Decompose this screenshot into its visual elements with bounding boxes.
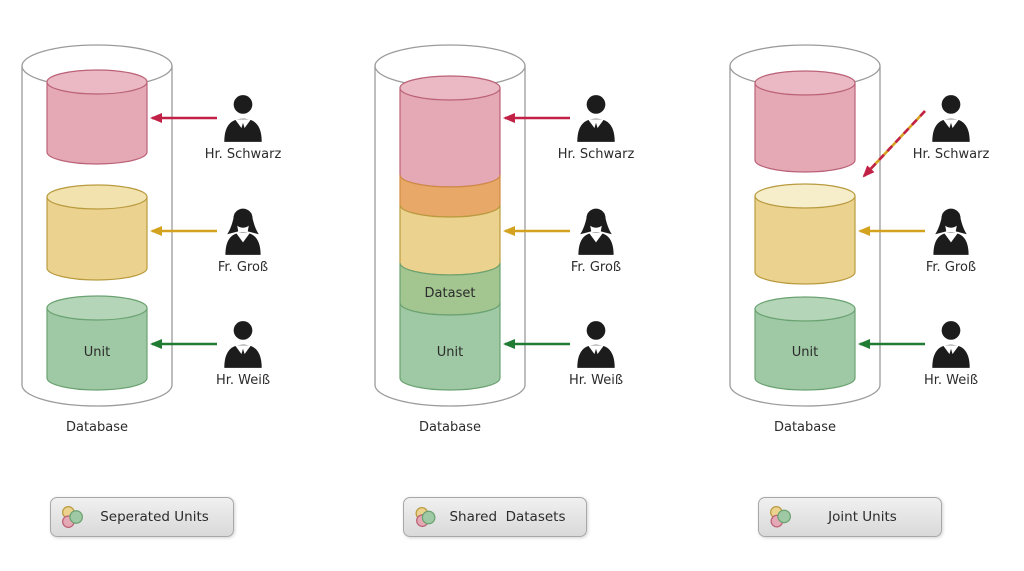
unit-cylinder-green: Unit: [46, 295, 148, 391]
panel-joint-units: Unit Hr. Schwarz Fr. Groß Hr. Weiß Datab…: [708, 0, 1008, 571]
dataset-label: Dataset: [425, 286, 476, 301]
person-hr-weiss: Hr. Weiß: [216, 321, 270, 388]
female-person-icon: [225, 208, 261, 255]
female-person-icon: [578, 208, 614, 255]
unit-cylinder-green: Unit: [754, 296, 856, 391]
diagram-joint: Unit Hr. Schwarz Fr. Groß Hr. Weiß Datab…: [729, 44, 990, 435]
male-person-icon: [224, 95, 262, 142]
panel-separated-units: Unit Hr. Schwarz Fr. Groß Hr. Weiß Datab…: [0, 0, 300, 571]
person-hr-schwarz: Hr. Schwarz: [205, 95, 282, 162]
person-hr-weiss: Hr. Weiß: [924, 321, 978, 388]
panel-shared-datasets: Dataset Unit Hr. Schwarz Fr. Groß Hr. We…: [353, 0, 653, 571]
person-hr-weiss: Hr. Weiß: [569, 321, 623, 388]
male-person-icon: [577, 321, 615, 368]
person-name: Hr. Weiß: [216, 373, 270, 388]
legend-joint-units: Joint Units: [758, 497, 942, 537]
legend-label: Seperated Units: [100, 509, 209, 525]
person-name: Hr. Schwarz: [205, 147, 282, 162]
person-hr-schwarz: Hr. Schwarz: [558, 95, 635, 162]
unit-label: Unit: [792, 345, 818, 360]
person-name: Hr. Weiß: [924, 373, 978, 388]
unit-cylinder-yellow: [754, 183, 856, 285]
person-fr-gross: Fr. Groß: [218, 208, 268, 275]
person-name: Hr. Schwarz: [913, 147, 990, 162]
unit-label: Unit: [84, 345, 110, 360]
units-cluster-icon: [770, 505, 791, 527]
unit-label: Unit: [437, 345, 463, 360]
legend-label: Joint Units: [828, 509, 897, 525]
units-cluster-icon: [415, 506, 436, 527]
arrow-joint-schwarz: [862, 110, 926, 178]
person-name: Hr. Schwarz: [558, 147, 635, 162]
person-name: Hr. Weiß: [569, 373, 623, 388]
person-fr-gross: Fr. Groß: [571, 208, 621, 275]
male-person-icon: [932, 321, 970, 368]
units-cluster-icon: [62, 505, 83, 528]
person-fr-gross: Fr. Groß: [926, 208, 976, 275]
male-person-icon: [224, 321, 262, 368]
female-person-icon: [933, 208, 969, 255]
legend-label: Shared Datasets: [449, 509, 566, 525]
legend-shared-datasets: Shared Datasets: [403, 497, 587, 537]
unit-cylinder-yellow: [46, 184, 148, 281]
person-name: Fr. Groß: [926, 260, 976, 275]
segment-unit: [399, 302, 501, 391]
person-hr-schwarz: Hr. Schwarz: [913, 95, 990, 162]
legend-separated-units: Seperated Units: [50, 497, 234, 537]
stacked-dataset-cylinder: Dataset Unit: [399, 75, 501, 391]
unit-cylinder-pink: [46, 69, 148, 165]
person-name: Fr. Groß: [218, 260, 268, 275]
male-person-icon: [577, 95, 615, 142]
segment-pink: [399, 87, 501, 188]
male-person-icon: [932, 95, 970, 142]
diagram-shared: Dataset Unit Hr. Schwarz Fr. Groß Hr. We…: [374, 44, 635, 435]
database-label: Database: [774, 420, 836, 435]
person-name: Fr. Groß: [571, 260, 621, 275]
diagram-separated: Unit Hr. Schwarz Fr. Groß Hr. Weiß Datab…: [21, 44, 282, 435]
database-label: Database: [419, 420, 481, 435]
database-label: Database: [66, 420, 128, 435]
unit-cylinder-pink: [754, 70, 856, 173]
